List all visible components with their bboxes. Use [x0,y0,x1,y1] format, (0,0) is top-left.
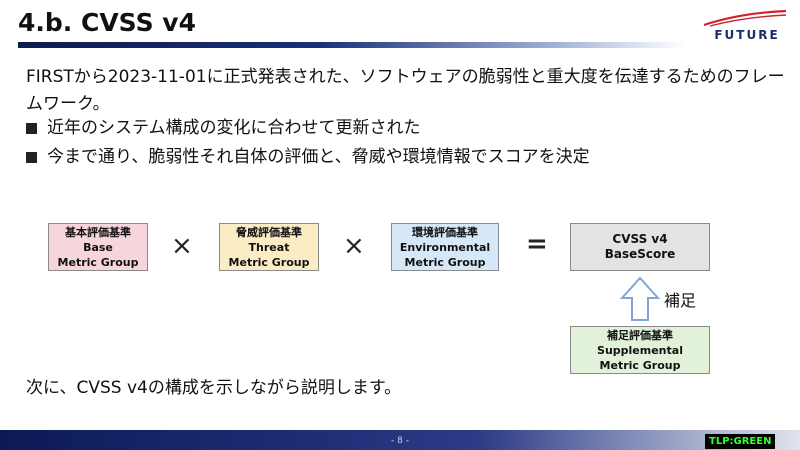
bullet-item: 近年のシステム構成の変化に合わせて更新された [26,116,421,140]
environmental-metric-en1: Environmental [399,240,491,254]
cvss-basescore-box: CVSS v4 BaseScore [570,223,710,271]
environmental-metric-box: 環境評価基準 Environmental Metric Group [391,223,499,271]
environmental-metric-jp: 環境評価基準 [412,225,478,239]
supplemental-metric-en1: Supplemental [597,343,683,357]
equals-operator: = [526,229,548,259]
result-line2: BaseScore [604,247,676,261]
page-number: - 8 - [391,436,409,446]
tlp-badge: TLP:GREEN [705,434,776,449]
supplemental-metric-jp: 補足評価基準 [607,328,673,342]
multiply-operator: × [171,231,193,261]
supplement-label: 補足 [664,291,697,310]
closing-text: 次に、CVSS v4の構成を示しながら説明します。 [26,378,402,398]
bullet-square-icon [26,122,37,134]
logo-swoosh-icon [703,9,787,27]
bullet-item: 今まで通り、脆弱性それ自体の評価と、脅威や環境情報でスコアを決定 [26,145,590,169]
multiply-operator: × [343,231,365,261]
threat-metric-en2: Metric Group [228,255,310,269]
base-metric-box: 基本評価基準 Base Metric Group [48,223,148,271]
footer-bar [0,430,800,450]
supplemental-metric-en2: Metric Group [599,358,681,372]
base-metric-en1: Base [83,240,113,254]
environmental-metric-en2: Metric Group [404,255,486,269]
logo-text: FUTURE [714,28,780,42]
future-logo: FUTURE [700,8,790,44]
intro-text: FIRSTから2023-11-01に正式発表された、ソフトウェアの脆弱性と重大度… [26,67,785,114]
bullet-text: 近年のシステム構成の変化に合わせて更新された [47,118,421,138]
threat-metric-en1: Threat [248,240,290,254]
base-metric-en2: Metric Group [57,255,139,269]
title-divider [18,42,686,48]
base-metric-jp: 基本評価基準 [65,225,131,239]
up-arrow-icon [620,276,660,321]
bullet-text: 今まで通り、脆弱性それ自体の評価と、脅威や環境情報でスコアを決定 [47,147,590,167]
threat-metric-box: 脅威評価基準 Threat Metric Group [219,223,319,271]
threat-metric-jp: 脅威評価基準 [236,225,302,239]
supplemental-metric-box: 補足評価基準 Supplemental Metric Group [570,326,710,374]
slide-title: 4.b. CVSS v4 [18,8,196,37]
result-line1: CVSS v4 [612,232,668,246]
bullet-square-icon [26,151,37,163]
